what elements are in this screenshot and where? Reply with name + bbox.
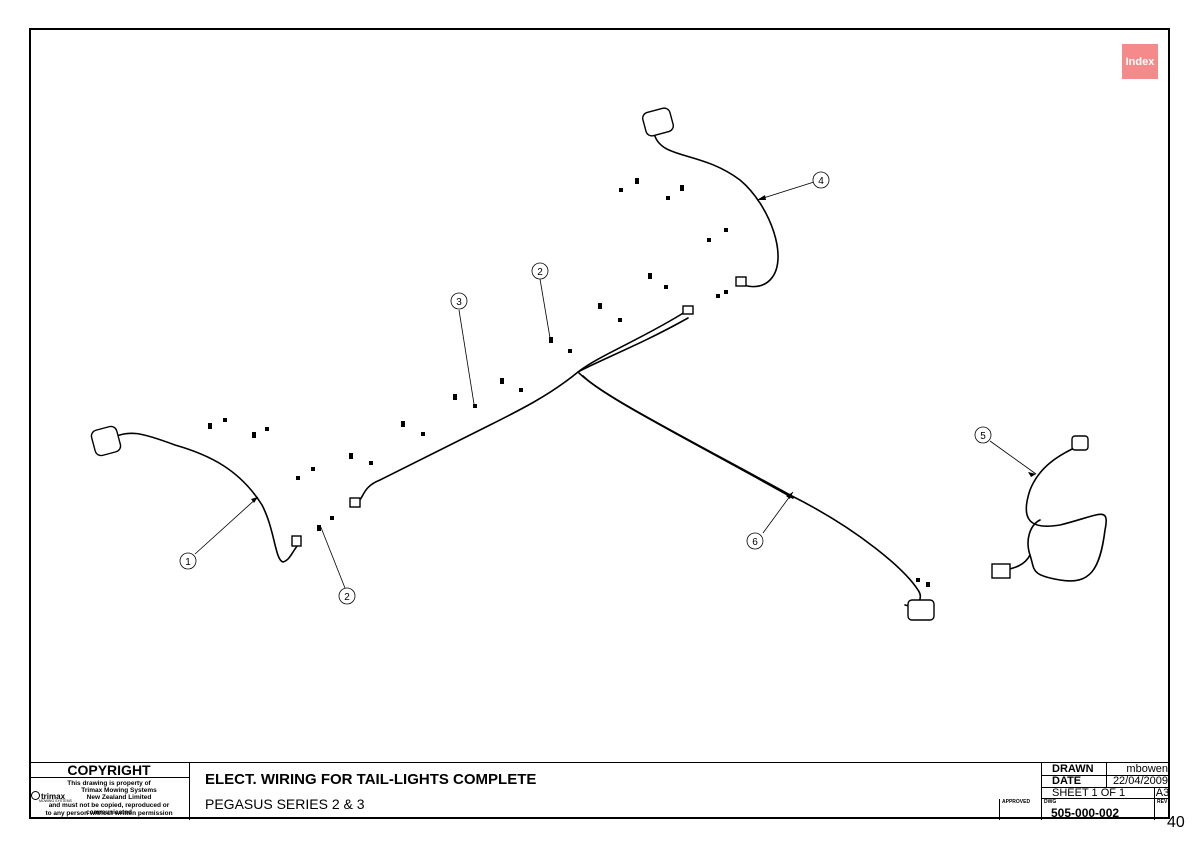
- harness-4: [653, 132, 779, 288]
- balloon-5: 5: [980, 431, 986, 442]
- balloon-6: 6: [752, 537, 758, 548]
- title-meta: DRAWN mbowen DATE 22/04/2009 SHEET 1 OF …: [999, 763, 1170, 820]
- index-button[interactable]: Index: [1122, 44, 1158, 79]
- copyright-line: New Zealand Limited: [86, 794, 152, 801]
- tail-lamp-left: [90, 425, 122, 457]
- connector-upper: [735, 276, 747, 287]
- balloon-2b: 2: [344, 592, 350, 603]
- logo-icon: [31, 791, 40, 800]
- balloon-4-circle: [812, 171, 830, 189]
- sheet-size: A3: [1154, 787, 1170, 799]
- copyright-line: and must not be copied, reproduced or co…: [48, 802, 170, 816]
- approved-label: APPROVED: [999, 799, 1041, 820]
- tail-lamp-upper: [642, 107, 674, 137]
- trailer-socket: [907, 599, 935, 621]
- copyright-heading: COPYRIGHT: [29, 763, 189, 778]
- page-number: 40: [1167, 814, 1185, 831]
- date-label: DATE: [1041, 776, 1106, 788]
- drawn-label: DRAWN: [1041, 763, 1106, 776]
- balloon-2a: 2: [537, 267, 543, 278]
- drawing-subtitle: PEGASUS SERIES 2 & 3: [205, 796, 365, 812]
- connector-end: [682, 305, 694, 315]
- harness-1: [111, 432, 299, 563]
- connector-left: [291, 535, 302, 547]
- copyright-line: This drawing is property of: [67, 780, 151, 787]
- connector-main: [349, 497, 361, 508]
- dwg-number: 505-000-002: [1051, 806, 1120, 820]
- date-value: 22/04/2009: [1106, 776, 1170, 788]
- rev-label: REV: [1154, 799, 1170, 820]
- balloon-3: 3: [456, 297, 462, 308]
- main-harness: [354, 311, 686, 504]
- copyright-line: to any person without written permission: [45, 810, 173, 817]
- dwg-label: DWG: [1041, 799, 1154, 820]
- drawing-title: ELECT. WIRING FOR TAIL-LIGHTS COMPLETE: [205, 771, 537, 788]
- copyright-box: COPYRIGHT This drawing is property of Tr…: [29, 763, 190, 820]
- drawn-value: mbowen: [1106, 763, 1170, 776]
- plug-5: [1071, 435, 1089, 451]
- drawing-border: [29, 28, 1170, 819]
- title-block: COPYRIGHT This drawing is property of Tr…: [29, 762, 1170, 820]
- sheet-number: SHEET 1 OF 1: [1041, 788, 1154, 799]
- balloon-4: 4: [818, 176, 824, 187]
- socket-5: [991, 563, 1011, 579]
- balloon-1: 1: [185, 557, 191, 568]
- copyright-line: Trimax Mowing Systems: [81, 787, 157, 794]
- harness-5: [1004, 444, 1107, 582]
